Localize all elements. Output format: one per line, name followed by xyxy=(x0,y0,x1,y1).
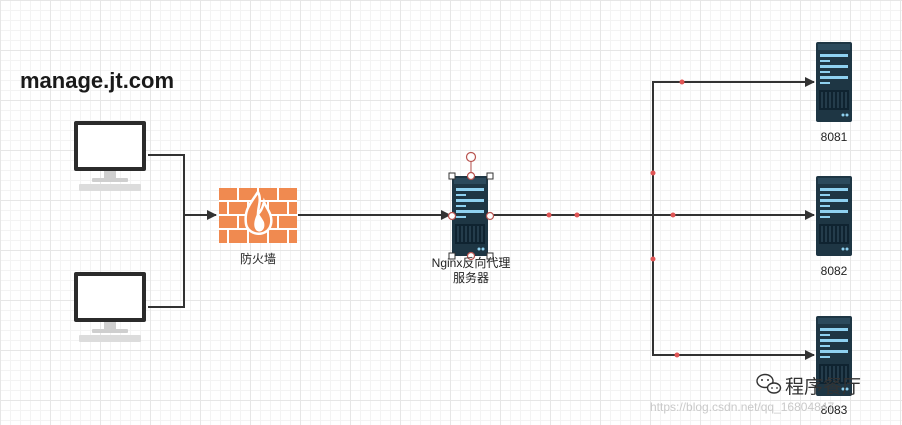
resize-handle[interactable] xyxy=(448,172,456,180)
resize-handle[interactable] xyxy=(448,252,456,260)
server-label-8081: 8081 xyxy=(820,130,848,144)
server-node-8081[interactable] xyxy=(815,41,853,123)
edge-client2-to-firewall[interactable] xyxy=(148,215,185,308)
firewall-label: 防火墙 xyxy=(239,252,276,266)
server-label-8083: 8083 xyxy=(820,403,848,417)
brick-wall-fire-icon xyxy=(219,188,297,243)
connection-point[interactable] xyxy=(485,211,495,221)
server-rack-icon xyxy=(815,41,853,123)
proxy-label: Nginx反向代理服务器 xyxy=(431,256,511,285)
resize-handle[interactable] xyxy=(486,172,494,180)
edge-proxy-to-server-8083[interactable] xyxy=(652,215,815,360)
watermark-brand: 程序餐厅 xyxy=(785,376,862,398)
server-node-8082[interactable] xyxy=(815,175,853,257)
client-1[interactable] xyxy=(74,121,146,191)
edge-proxy-to-server-8081[interactable] xyxy=(652,77,815,215)
selection-handles xyxy=(447,151,495,261)
connection-point[interactable] xyxy=(466,251,476,261)
wechat-icon xyxy=(756,373,782,394)
client-2[interactable] xyxy=(74,272,146,342)
resize-handle[interactable] xyxy=(486,252,494,260)
server-rack-icon xyxy=(451,175,489,257)
watermark-url: https://blog.csdn.net/qq_16804847 xyxy=(650,400,835,414)
edge-client1-to-firewall[interactable] xyxy=(148,154,185,215)
server-label-8082: 8082 xyxy=(820,264,848,278)
firewall-node[interactable] xyxy=(219,188,297,243)
connection-point[interactable] xyxy=(447,211,457,221)
edge-waypoints xyxy=(546,79,685,358)
page-title: manage.jt.com xyxy=(20,68,175,93)
proxy-node[interactable] xyxy=(447,151,495,261)
server-rack-icon xyxy=(815,175,853,257)
monitor-icon xyxy=(74,272,146,342)
connection-point[interactable] xyxy=(466,171,476,181)
monitor-icon xyxy=(74,121,146,191)
rotate-handle[interactable] xyxy=(465,151,477,163)
